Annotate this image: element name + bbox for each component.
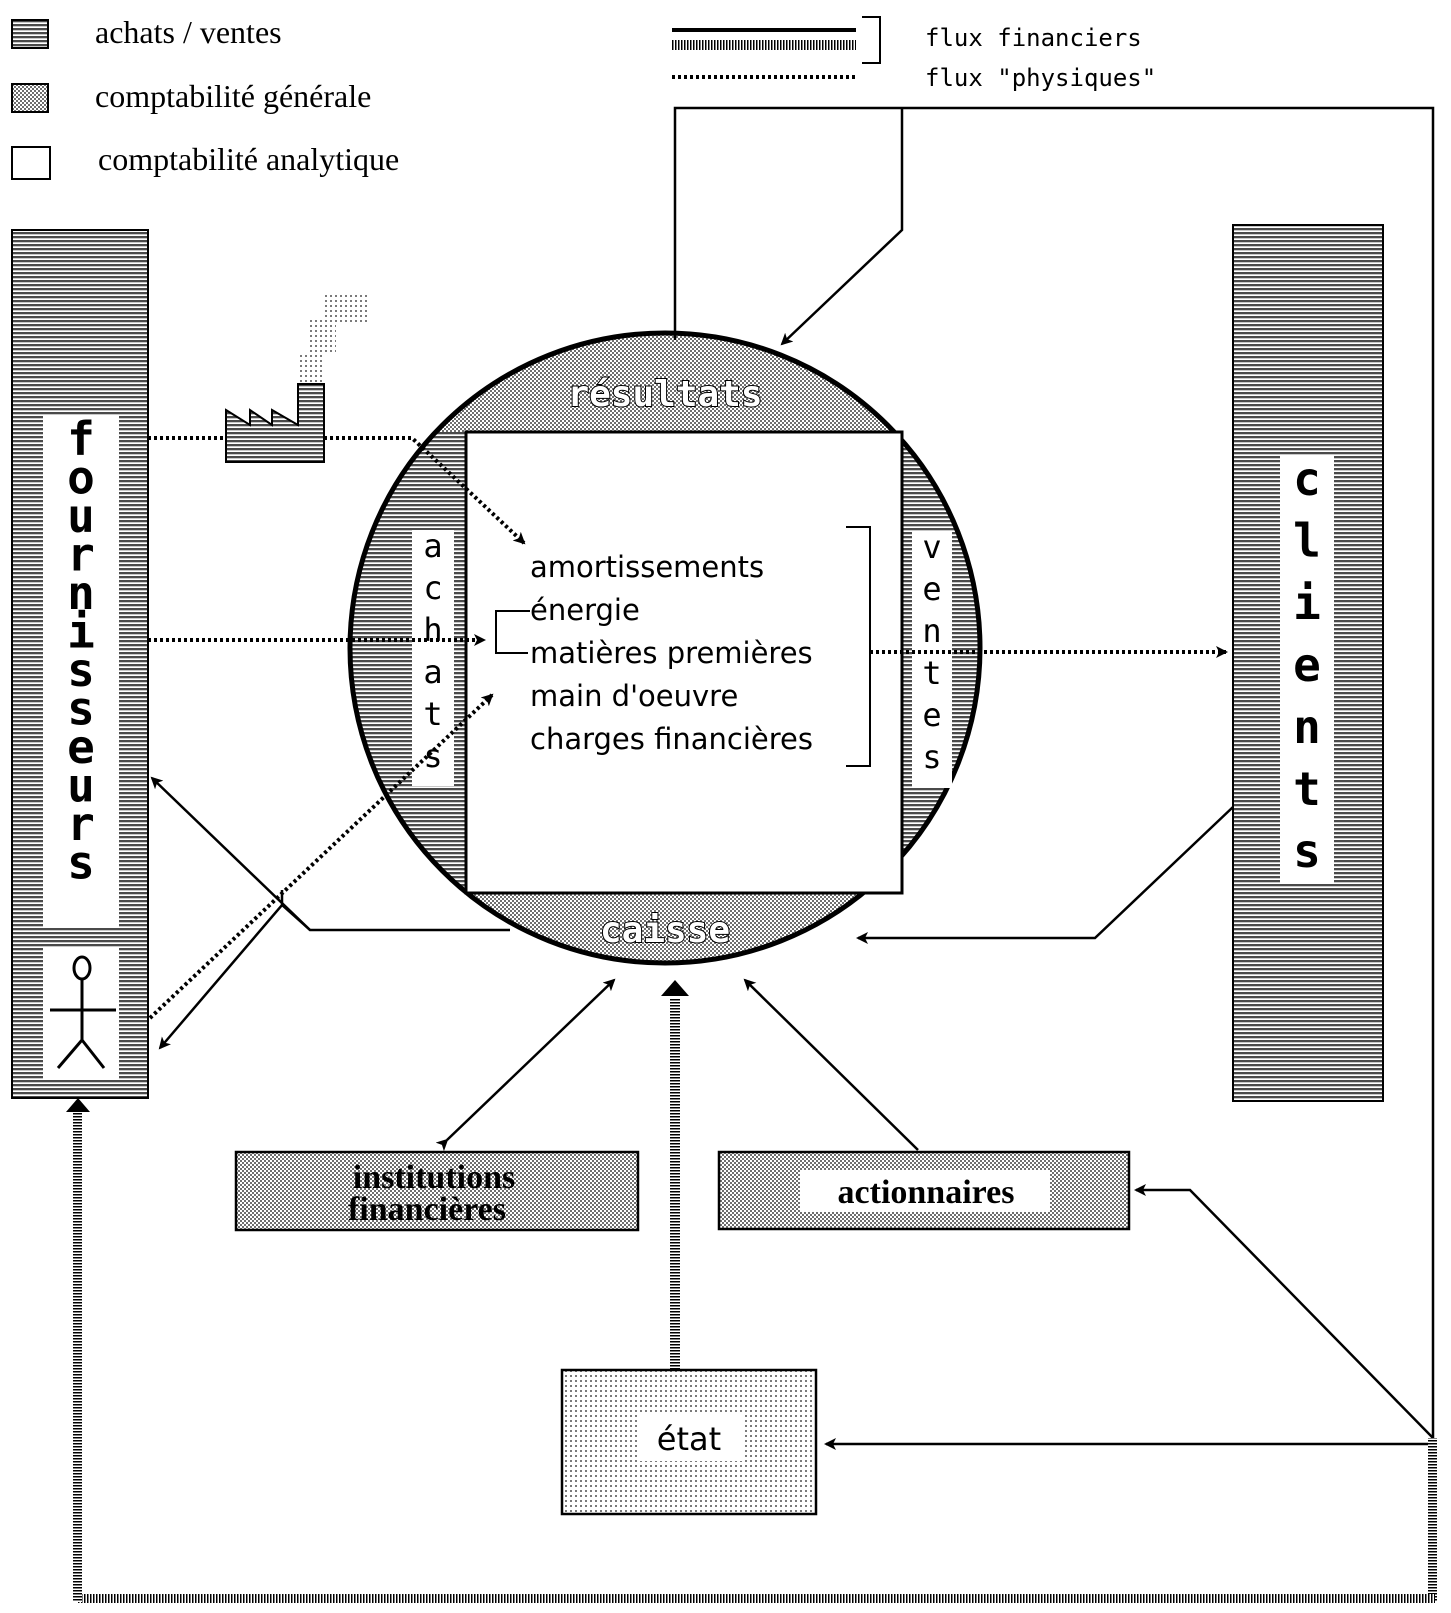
achats-panel (412, 530, 454, 786)
fournisseurs-letter: u (67, 759, 95, 813)
ventes-letter: e (922, 696, 941, 734)
clients-letter: t (1293, 762, 1321, 816)
flow-top-to-resultats (780, 108, 904, 346)
charges-list: amortissements énergie matières premières m… (530, 550, 813, 756)
legend-label-flux-financiers: flux financiers (925, 24, 1142, 52)
actionnaires-box: actionnaires (717, 1150, 1131, 1231)
charge-item: matières premières (530, 636, 813, 670)
clients-letter: c (1293, 452, 1321, 506)
charges-bracket-right (846, 526, 871, 767)
ventes-letter: n (922, 612, 941, 650)
flow-clients-to-caisse (856, 806, 1234, 944)
loop-left-arrowhead (66, 1098, 90, 1112)
legend-label-comptabilite-generale: comptabilité générale (95, 78, 371, 114)
legend-bracket (862, 16, 881, 64)
achats-letter: c (423, 569, 442, 607)
institutions-box: institutions financières (234, 1150, 640, 1232)
factory-icon (225, 294, 368, 463)
fournisseurs-letter: r (67, 528, 95, 582)
etat-box: état (560, 1368, 818, 1516)
institutions-label-line2: financières (348, 1191, 506, 1228)
ventes-letter: t (922, 654, 941, 692)
inner-analytic-square (464, 430, 904, 895)
achats-letter: a (423, 653, 442, 691)
achats-letter: t (423, 695, 442, 733)
fournisseurs-letter: u (67, 489, 95, 543)
loop-left-dotted (73, 1110, 82, 1602)
loop-right-dotted (1428, 1438, 1437, 1602)
resultats-label: résultats (567, 374, 762, 415)
tax-flows (66, 980, 1437, 1603)
actionnaires-label: actionnaires (838, 1174, 1015, 1211)
clients-letter: n (1293, 700, 1321, 754)
charge-item: énergie (530, 593, 640, 627)
financial-flows (150, 106, 1435, 1450)
loop-bottom-dotted (77, 1594, 1435, 1603)
legend-swatch-dots (11, 83, 49, 113)
institutions-label-line1: institutions (353, 1159, 516, 1196)
legend-label-flux-physiques: flux "physiques" (925, 64, 1156, 92)
fournisseurs-letter: s (67, 836, 95, 890)
charge-item: charges financières (530, 722, 813, 756)
ventes-letter: e (922, 570, 941, 608)
flow-etat-arrowhead (661, 980, 689, 996)
person-icon (50, 955, 116, 1069)
fournisseurs-letter: n (67, 566, 95, 620)
flow-institutions-caisse (435, 978, 616, 1152)
clients-label-panel (1280, 456, 1334, 884)
achats-letter: h (423, 611, 442, 649)
flow-loop-to-actionnaires (1134, 1184, 1434, 1439)
legend-label-comptabilite-analytique: comptabilité analytique (98, 141, 399, 177)
fournisseurs-letter: s (67, 643, 95, 697)
flow-etat-to-caisse-bar (670, 998, 680, 1370)
legend-line-financial-ticks (672, 40, 856, 50)
fournisseurs-letter: o (67, 451, 95, 505)
legend-swatch-hatch (11, 19, 49, 49)
fournisseurs-letter: r (67, 797, 95, 851)
ventes-label: ventes (922, 528, 941, 776)
etat-label: état (657, 1420, 721, 1458)
legend: achats / ventes comptabilité générale co… (11, 14, 1156, 180)
achats-letter: s (423, 737, 442, 775)
fournisseurs-label-panel (43, 415, 119, 927)
physical-flows (148, 436, 1228, 1020)
fournisseurs-letter: f (67, 412, 95, 466)
clients-letter: i (1293, 576, 1321, 630)
ventes-letter: v (922, 528, 941, 566)
central-circle: achats ventes résultats caisse amortisse… (347, 330, 983, 966)
ventes-letter: s (922, 738, 941, 776)
flow-branch-person (158, 890, 311, 1050)
ventes-panel (912, 532, 952, 788)
actionnaires-label-bg (800, 1170, 1050, 1212)
clients-letter: l (1293, 514, 1321, 568)
flow-resultats-loop (673, 106, 1435, 1438)
fournisseurs-letter: s (67, 682, 95, 736)
legend-swatch-white (11, 146, 51, 180)
charge-item: amortissements (530, 550, 764, 584)
etat-label-bg (638, 1415, 742, 1461)
caisse-label: caisse (600, 910, 730, 951)
charges-bracket-left (495, 610, 530, 654)
legend-label-achats-ventes: achats / ventes (95, 14, 282, 50)
clients-letter: s (1293, 824, 1321, 878)
achats-letter: a (423, 527, 442, 565)
fournisseurs-letter: i (67, 605, 95, 659)
flow-person-main-oeuvre (148, 693, 494, 1020)
fournisseurs-letter: e (67, 720, 95, 774)
charge-item: main d'oeuvre (530, 679, 738, 713)
clients-letter: e (1293, 638, 1321, 692)
flow-actionnaires-caisse (743, 978, 919, 1151)
